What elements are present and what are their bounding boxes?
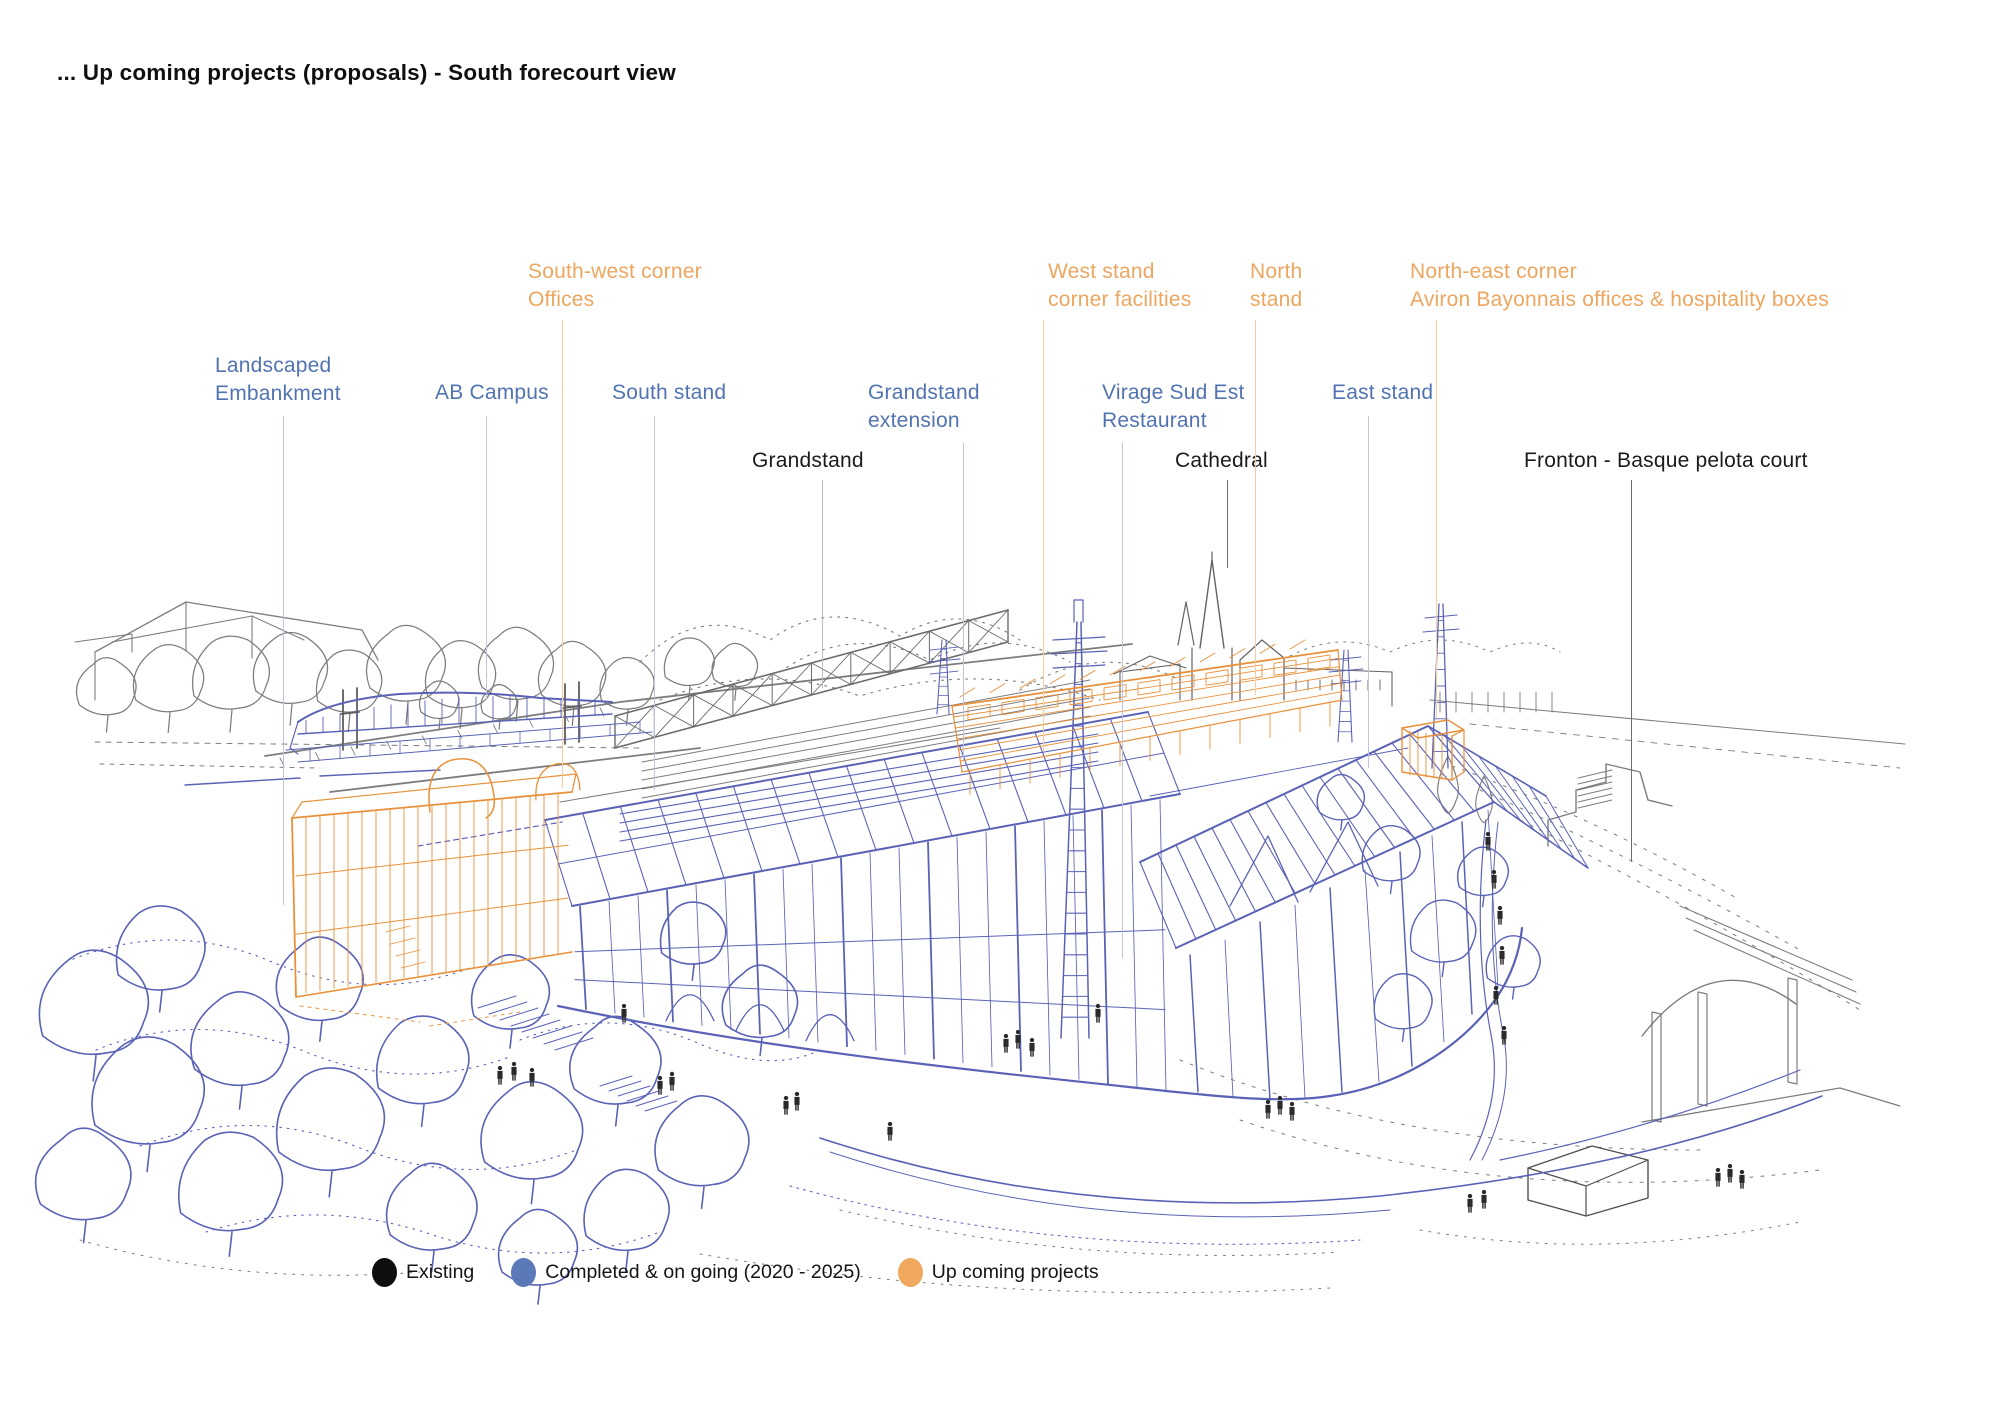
- annotation-line: North-east corner: [1410, 260, 1577, 283]
- leader-southwest-corner-offices: [562, 320, 564, 788]
- annotation-line: extension: [868, 408, 960, 432]
- legend-label: Existing: [406, 1261, 475, 1283]
- leader-fronton: [1631, 480, 1633, 862]
- leader-cathedral: [1227, 480, 1229, 568]
- legend-item-existing: Existing: [372, 1258, 474, 1287]
- sketch-completed: [34, 599, 1823, 1305]
- sketch-upcoming: [291, 639, 1465, 1027]
- annotation-line: Virage Sud Est: [1102, 381, 1245, 404]
- leader-west-stand-corner-facilities: [1043, 320, 1045, 752]
- annotation-ab-campus: AB Campus: [435, 379, 549, 407]
- annotation-line: South stand: [612, 381, 727, 404]
- legend-item-completed: Completed & on going (2020 - 2025): [511, 1258, 861, 1287]
- annotation-line: South-west corner: [528, 260, 702, 283]
- leader-east-stand: [1368, 416, 1370, 768]
- annotation-line: Embankment: [215, 381, 341, 405]
- annotation-line: AB Campus: [435, 381, 549, 404]
- legend-dot-completed: [511, 1258, 537, 1287]
- annotation-line: East stand: [1332, 381, 1434, 404]
- leader-north-stand: [1255, 320, 1257, 695]
- annotation-south-stand: South stand: [612, 379, 726, 407]
- annotation-fronton: Fronton - Basque pelota court: [1524, 447, 1808, 475]
- legend-label: Up coming projects: [931, 1261, 1099, 1283]
- annotation-north-stand: North stand: [1250, 258, 1302, 313]
- annotation-line: corner facilities: [1048, 287, 1192, 311]
- annotation-grandstand: Grandstand: [752, 447, 864, 475]
- legend-item-upcoming: Up coming projects: [897, 1258, 1099, 1287]
- annotation-line: stand: [1250, 287, 1303, 311]
- annotation-grandstand-extension: Grandstand extension: [868, 379, 980, 434]
- annotation-line: West stand: [1048, 260, 1155, 283]
- annotation-line: Aviron Bayonnais offices & hospitality b…: [1410, 287, 1829, 311]
- annotation-line: Grandstand: [752, 449, 864, 472]
- annotation-line: Offices: [528, 287, 595, 311]
- annotation-line: Grandstand: [868, 381, 980, 404]
- leader-grandstand-extension: [963, 443, 965, 760]
- leader-landscaped-embankment: [283, 416, 285, 905]
- annotation-line: Cathedral: [1175, 449, 1268, 472]
- leader-virage-sud-est-restaurant: [1122, 443, 1124, 958]
- annotation-line: North: [1250, 260, 1303, 283]
- leader-ab-campus: [486, 416, 488, 700]
- legend-label: Completed & on going (2020 - 2025): [545, 1261, 861, 1283]
- annotation-east-stand: East stand: [1332, 379, 1433, 407]
- annotation-line: Landscaped: [215, 354, 332, 377]
- leader-south-stand: [654, 416, 656, 790]
- sketch-people: [497, 831, 1745, 1213]
- annotation-line: Fronton - Basque pelota court: [1524, 449, 1808, 472]
- legend-dot-upcoming: [897, 1258, 923, 1287]
- legend: Existing Completed & on going (2020 - 202…: [372, 1258, 1136, 1287]
- annotation-line: Restaurant: [1102, 408, 1207, 432]
- page-title: ... Up coming projects (proposals) - Sou…: [57, 60, 676, 85]
- leader-northeast-corner-offices: [1436, 320, 1438, 718]
- annotation-cathedral: Cathedral: [1175, 447, 1268, 475]
- annotation-west-stand-corner-facilities: West stand corner facilities: [1048, 258, 1191, 313]
- leader-grandstand: [822, 480, 824, 688]
- legend-dot-existing: [372, 1258, 397, 1287]
